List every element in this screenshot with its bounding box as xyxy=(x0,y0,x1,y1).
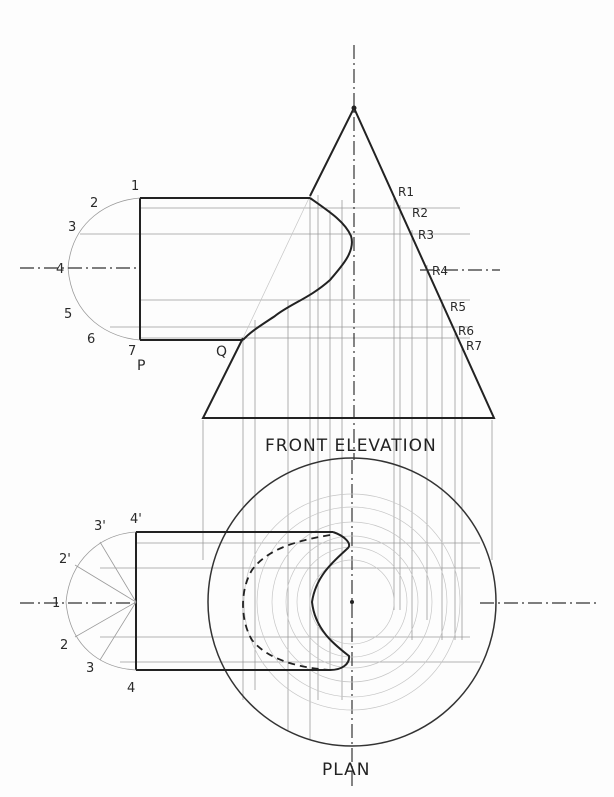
horizontal-projectors-plan xyxy=(100,542,480,663)
svg-text:R6: R6 xyxy=(458,324,474,338)
curve-of-intersection-front xyxy=(242,197,353,341)
svg-text:7: 7 xyxy=(128,344,136,359)
svg-text:3: 3 xyxy=(86,661,94,676)
front-elevation-title: FRONT ELEVATION xyxy=(265,436,437,456)
svg-text:R3: R3 xyxy=(418,228,434,242)
svg-text:Q: Q xyxy=(216,344,227,360)
svg-text:P: P xyxy=(137,358,145,374)
svg-text:R5: R5 xyxy=(450,300,466,314)
svg-text:2': 2' xyxy=(59,552,71,567)
svg-text:R1: R1 xyxy=(398,185,414,199)
cone-base-circle-plan xyxy=(207,457,497,747)
plan-division-labels: 4' 3' 2' 1 2 3 4 xyxy=(52,512,142,696)
auxiliary-semicircle-plan xyxy=(65,531,137,671)
cone-outline xyxy=(201,105,496,419)
svg-text:R7: R7 xyxy=(466,339,482,353)
svg-text:1: 1 xyxy=(52,596,60,611)
svg-text:4': 4' xyxy=(130,512,142,527)
svg-text:2: 2 xyxy=(90,196,98,211)
svg-text:5: 5 xyxy=(64,307,72,322)
svg-text:6: 6 xyxy=(87,332,95,347)
svg-text:4: 4 xyxy=(56,262,64,277)
svg-text:3: 3 xyxy=(68,220,76,235)
curve-of-intersection-plan-hidden xyxy=(242,534,331,671)
svg-text:3': 3' xyxy=(94,519,106,534)
vertical-projectors xyxy=(202,195,493,740)
radial-division-lines xyxy=(74,541,137,661)
horizontal-projectors-front xyxy=(80,207,470,339)
svg-text:4: 4 xyxy=(127,681,135,696)
front-division-labels: 1 2 3 4 5 6 7 P Q xyxy=(56,179,227,374)
plan-title: PLAN xyxy=(322,760,370,780)
cone-generator-labels: R1 R2 R3 R4 R5 R6 R7 xyxy=(398,185,482,353)
auxiliary-semicircle-front xyxy=(67,197,141,341)
svg-text:1: 1 xyxy=(131,179,139,194)
generator-circles-plan xyxy=(243,493,461,711)
svg-text:2: 2 xyxy=(60,638,68,653)
svg-text:R2: R2 xyxy=(412,206,428,220)
svg-text:R4: R4 xyxy=(432,264,448,278)
curve-of-intersection-plan-visible xyxy=(310,531,351,671)
